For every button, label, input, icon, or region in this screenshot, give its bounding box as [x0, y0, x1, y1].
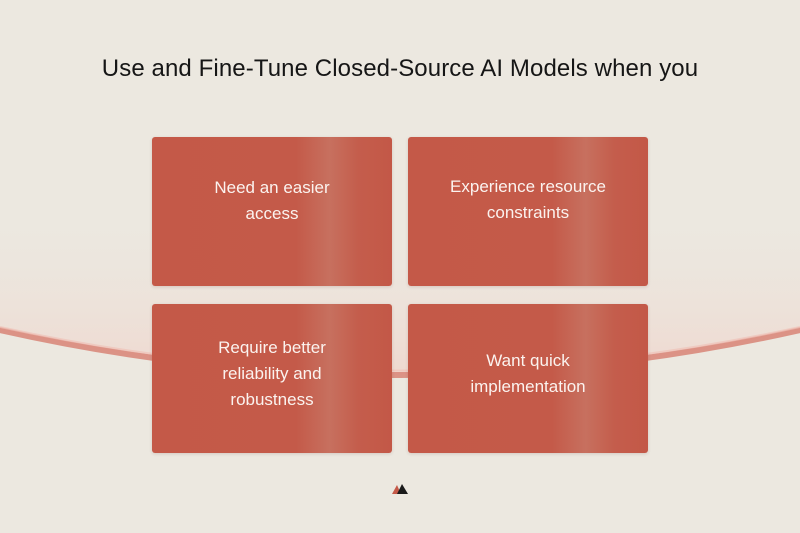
page-title: Use and Fine-Tune Closed-Source AI Model… [101, 55, 699, 82]
card-resource-constraints: Experience resource constraints [408, 137, 648, 286]
mountain-logo-icon [392, 484, 408, 494]
card-reliability: Require better reliability and robustnes… [152, 304, 392, 453]
card-easier-access: Need an easier access [152, 137, 392, 286]
card-quick-implementation: Want quick implementation [408, 304, 648, 453]
reasons-grid: Need an easier access Experience resourc… [152, 137, 648, 453]
card-label: Need an easier access [214, 177, 330, 223]
card-label: Want quick implementation [470, 350, 586, 396]
card-label: Experience resource constraints [450, 176, 606, 222]
card-label: Require better reliability and robustnes… [218, 337, 326, 409]
